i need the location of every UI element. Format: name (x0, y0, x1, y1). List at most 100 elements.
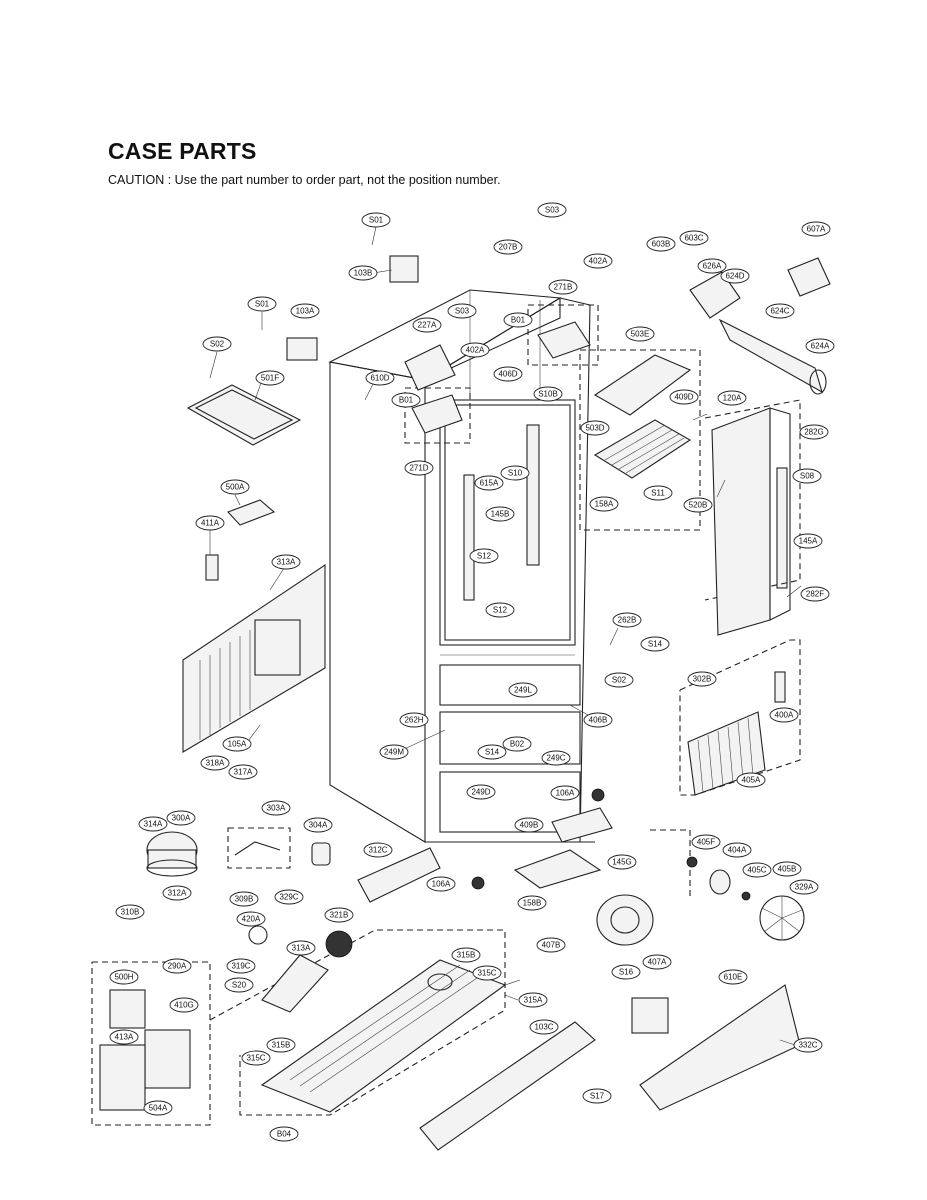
callout-label: 332C (798, 1041, 817, 1050)
callout-label: S10B (538, 390, 558, 399)
callout-label: S16 (619, 968, 634, 977)
callout-label: 501F (261, 374, 279, 383)
callout-label: 610E (724, 973, 743, 982)
callout-label: 145B (491, 510, 510, 519)
callout-label: 262H (404, 716, 423, 725)
callout-label: 313A (277, 558, 296, 567)
callout-label: 262B (618, 616, 637, 625)
callout-label: 405F (697, 838, 715, 847)
callout-label: 411A (201, 519, 220, 528)
callout-label: 315A (524, 996, 543, 1005)
callout-label: 145G (612, 858, 632, 867)
callout-label: S17 (590, 1092, 605, 1101)
callout-label: 504A (149, 1104, 168, 1113)
cabinet-case (328, 289, 595, 843)
callout-label: B02 (510, 740, 525, 749)
callout-label: S14 (648, 640, 663, 649)
callout-label: 302B (693, 675, 712, 684)
callout-label: S10 (508, 469, 523, 478)
callout-label: S02 (210, 340, 225, 349)
caution-note: CAUTION : Use the part number to order p… (108, 173, 501, 187)
callout-label: 227A (418, 321, 437, 330)
group-503e (579, 349, 701, 531)
callout-label: 413A (115, 1033, 134, 1042)
callout-label: 249C (546, 754, 565, 763)
callout-label: 103A (296, 307, 315, 316)
callout-label: 624C (770, 307, 789, 316)
callout-label: 404A (728, 846, 747, 855)
callout-label: 402A (466, 346, 485, 355)
callout-label: 400A (775, 711, 794, 720)
drain-parts (471, 788, 613, 890)
callout-label: 420A (242, 915, 261, 924)
callout-label: 158B (523, 899, 542, 908)
callout-label: 318A (206, 759, 225, 768)
callout-label: 603C (684, 234, 703, 243)
grille-103c (419, 1021, 596, 1151)
hinge-groups (404, 304, 599, 444)
callout-label: 314A (144, 820, 163, 829)
callout-label: 290A (168, 962, 187, 971)
callout-label: 103B (354, 269, 373, 278)
group-303a (227, 827, 331, 869)
callout-label: S08 (800, 472, 815, 481)
small-covers (286, 255, 419, 361)
callout-label: 615A (480, 479, 499, 488)
callout-label: 406B (589, 716, 608, 725)
callout-label: 315C (246, 1054, 265, 1063)
callout-label: 158A (595, 500, 614, 509)
callout-label: S20 (232, 981, 247, 990)
callout-label: 120A (723, 394, 742, 403)
callout-label: 145A (799, 537, 818, 546)
callout-label: 106A (432, 880, 451, 889)
callout-label: 300A (172, 814, 191, 823)
page-title: CASE PARTS (108, 138, 257, 164)
callout-label: 405C (747, 866, 766, 875)
group-290a (91, 961, 211, 1126)
callout-label: S11 (651, 489, 665, 498)
callout-label: S01 (369, 216, 384, 225)
callout-label: 405A (742, 776, 761, 785)
callout-label: 405B (778, 865, 797, 874)
callout-label: 207B (499, 243, 518, 252)
callout-label: 271B (554, 283, 573, 292)
callout-label: S02 (612, 676, 627, 685)
callout-label: 282G (804, 428, 824, 437)
fan-motor-group (596, 829, 805, 1111)
callout-label: 407B (542, 941, 561, 950)
callout-label: 520B (689, 501, 708, 510)
duct-624 (689, 257, 831, 395)
callout-label: 500H (114, 973, 133, 982)
callout-label: 249M (384, 748, 404, 757)
callout-label: 407A (648, 958, 667, 967)
callout-label: 249D (471, 788, 490, 797)
callout-label: S03 (545, 206, 560, 215)
callout-label: 312C (368, 846, 387, 855)
callout-label: 503E (631, 330, 650, 339)
callout-label: 409B (520, 821, 539, 830)
callout-label: 309B (235, 895, 254, 904)
callout-label: S03 (455, 307, 470, 316)
callout-label: 315C (477, 969, 496, 978)
callout-label: 313A (292, 944, 311, 953)
callout-label: B04 (277, 1130, 292, 1139)
callout-label: 610D (370, 374, 389, 383)
callout-label: 282F (806, 590, 824, 599)
callout-label: 319C (231, 962, 250, 971)
callout-label: 317A (234, 768, 253, 777)
callout-label: S12 (477, 552, 492, 561)
callout-label: S14 (485, 748, 500, 757)
callout-label: 329A (795, 883, 814, 892)
callout-label: B01 (511, 316, 526, 325)
callout-label: 607A (807, 225, 826, 234)
callout-label: 249L (514, 686, 532, 695)
callout-label: 310B (121, 908, 140, 917)
callout-label: S01 (255, 300, 270, 309)
callout-label: B01 (399, 396, 414, 405)
callout-label: 304A (309, 821, 328, 830)
callout-label: 603B (652, 240, 671, 249)
callout-label: 500A (226, 483, 245, 492)
compressor-300a (146, 831, 198, 877)
callout-label: 321B (330, 911, 349, 920)
